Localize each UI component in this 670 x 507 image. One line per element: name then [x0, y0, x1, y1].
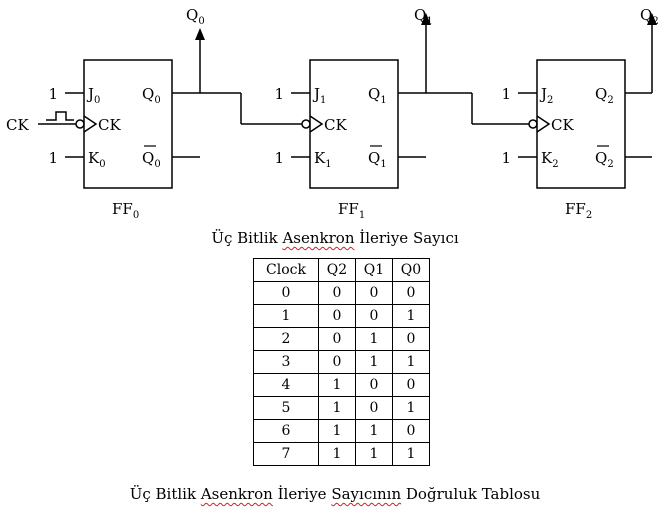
ff2-j-label: J2: [539, 85, 553, 106]
ff0-name: FF0: [112, 200, 139, 221]
ff1-q-label: Q1: [368, 85, 387, 106]
ff2-name: FF2: [565, 200, 592, 221]
q2-arrow-icon: [647, 13, 657, 25]
ff1-output-label: Q1: [414, 6, 433, 27]
ff0-k-label: K0: [88, 149, 106, 170]
table-caption: Üç Bitlik Asenkron İleriye Sayıcının Doğ…: [129, 485, 541, 503]
header-clock: Clock: [253, 258, 319, 282]
ff1-k-input: 1: [274, 149, 284, 167]
ff1-j-label: J1: [312, 85, 326, 106]
ff0-ck-label: CK: [98, 116, 121, 134]
table-header-row: Clock Q2 Q1 Q0: [253, 258, 430, 282]
ff0-qbar-label: Q0: [142, 149, 161, 170]
counter-circuit-diagram: 1 1 J0 K0 CK Q0 Q0 FF0 Q0 CK 1 1 J1 K1 C…: [6, 6, 659, 221]
ff0-q-label: Q0: [142, 85, 161, 106]
ff0-j-input: 1: [48, 85, 58, 103]
ff0-k-input: 1: [48, 149, 58, 167]
ff1-j-input: 1: [274, 85, 284, 103]
ff0-j-label: J0: [86, 85, 100, 106]
ff2-qbar-label: Q2: [595, 149, 614, 170]
ff2-k-label: K2: [541, 149, 559, 170]
ff2-k-input: 1: [501, 149, 511, 167]
diagram-caption: Üç Bitlik Asenkron İleriye Sayıcı: [211, 229, 459, 247]
ff1-name: FF1: [338, 200, 365, 221]
ff2-q-label: Q2: [595, 85, 614, 106]
ff1-k-label: K1: [314, 149, 332, 170]
header-q1: Q1: [355, 258, 393, 282]
ff2-j-input: 1: [501, 85, 511, 103]
ff1-qbar-label: Q1: [368, 149, 387, 170]
clock-input-label: CK: [6, 116, 29, 134]
header-q0: Q0: [392, 258, 430, 282]
q0-arrow-icon: [195, 28, 205, 40]
q1-arrow-icon: [421, 13, 431, 25]
ff0-output-label: Q0: [186, 6, 205, 27]
ff2-output-label: Q2: [640, 6, 659, 27]
ff2-ck-label: CK: [551, 116, 574, 134]
header-q2: Q2: [318, 258, 356, 282]
ff1-ck-label: CK: [324, 116, 347, 134]
